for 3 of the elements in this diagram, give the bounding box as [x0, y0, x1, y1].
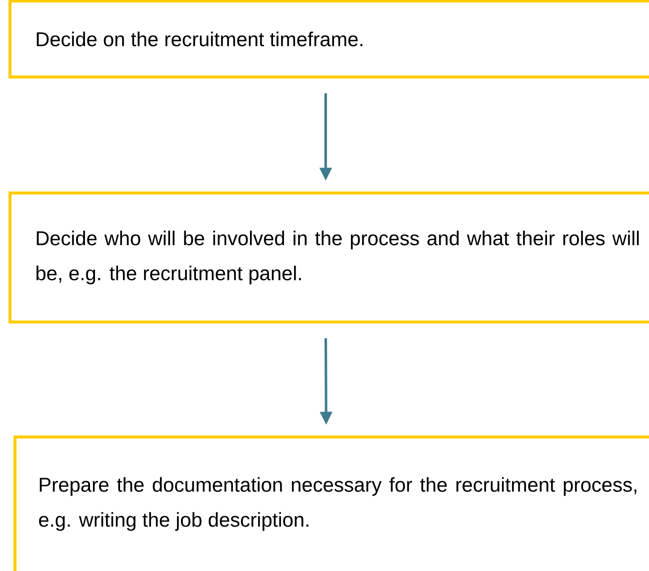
process-box: Decide who will be involved in the process and what their roles will be, e.g. the recruitment panel. [8, 192, 649, 324]
process-box: Prepare the documentation necessary for the recruitment process, e.g. writing the job description. [14, 436, 649, 571]
process-box: Decide on the recruitment timeframe. [8, 0, 649, 78]
